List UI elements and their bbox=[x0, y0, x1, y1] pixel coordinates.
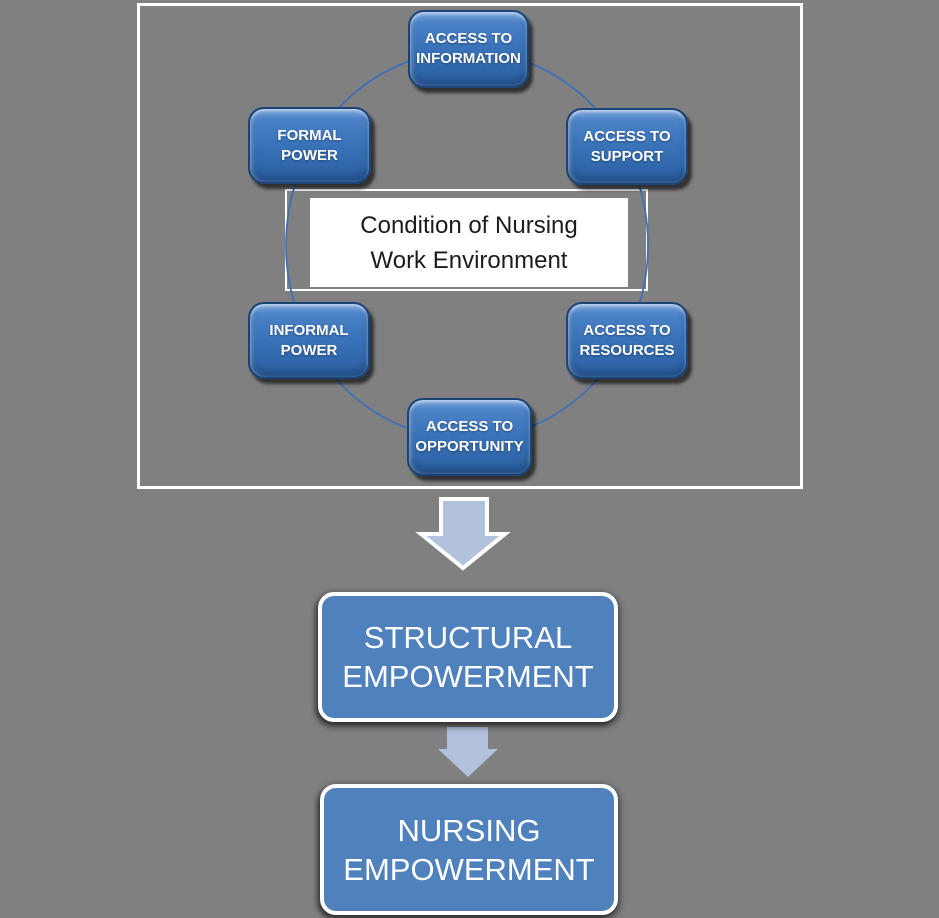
cycle-node-access-to-resources: ACCESS TO RESOURCES bbox=[566, 302, 688, 379]
cycle-node-access-to-opportunity: ACCESS TO OPPORTUNITY bbox=[407, 398, 532, 476]
center-caption: Condition of Nursing Work Environment bbox=[310, 198, 628, 287]
flow-box-nursing-empowerment: NURSING EMPOWERMENT bbox=[320, 784, 618, 915]
cycle-node-formal-power: FORMAL POWER bbox=[248, 107, 371, 184]
cycle-frame bbox=[137, 3, 803, 489]
flow-box-structural-empowerment: STRUCTURAL EMPOWERMENT bbox=[318, 592, 618, 722]
cycle-node-access-to-information: ACCESS TO INFORMATION bbox=[408, 10, 529, 88]
down-arrow-icon bbox=[415, 497, 511, 571]
down-arrow-icon bbox=[438, 727, 498, 777]
cycle-node-informal-power: INFORMAL POWER bbox=[248, 302, 370, 379]
cycle-node-access-to-support: ACCESS TO SUPPORT bbox=[566, 108, 688, 185]
